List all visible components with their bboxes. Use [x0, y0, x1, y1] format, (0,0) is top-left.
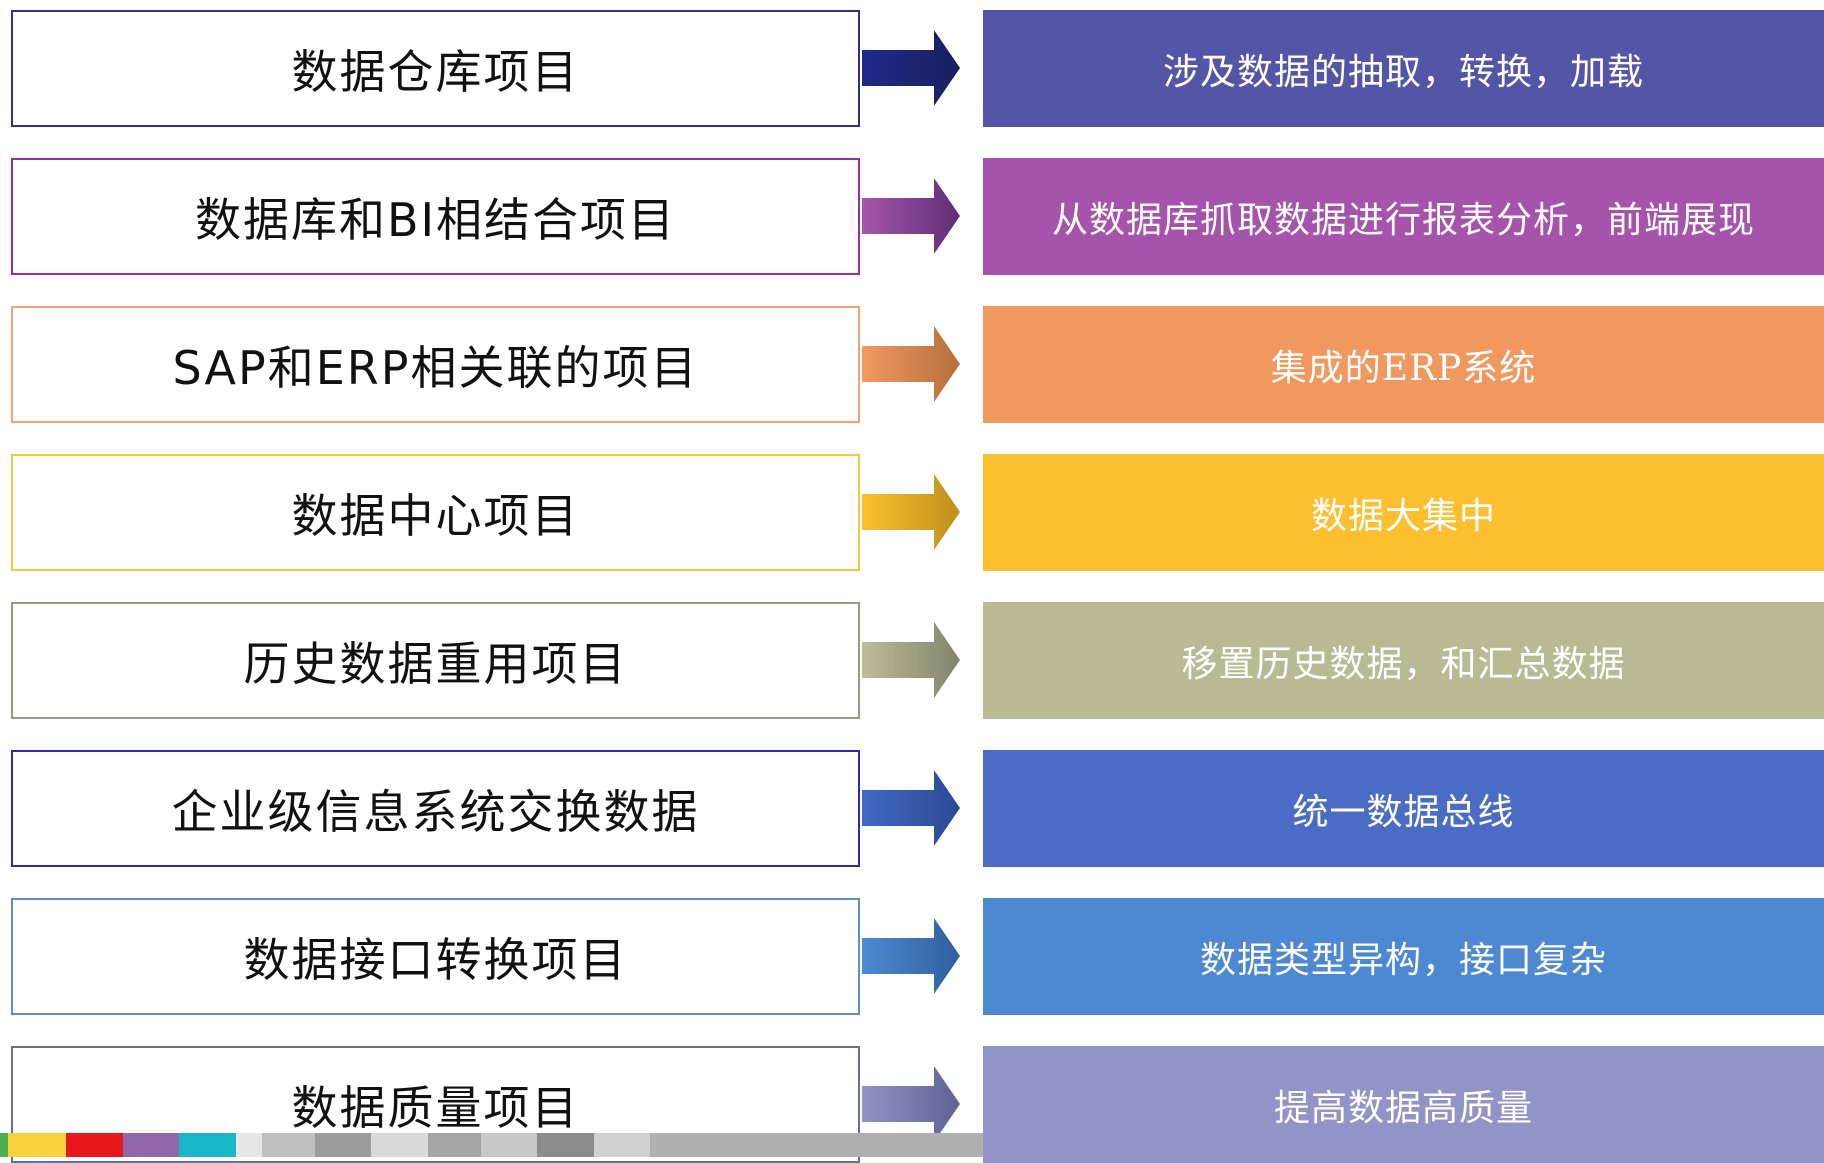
strip-segment [593, 1133, 651, 1157]
strip-segment [122, 1133, 180, 1157]
project-description-box: 集成的ERP系统 [983, 306, 1824, 423]
project-row: 数据质量项目提高数据高质量 [0, 1046, 1824, 1163]
strip-segment [179, 1133, 236, 1157]
project-description-box: 数据大集中 [983, 454, 1824, 571]
project-row: 企业级信息系统交换数据 统一数据总线 [0, 750, 1824, 867]
strip-segment [262, 1133, 315, 1157]
strip-segment [650, 1133, 983, 1157]
project-description-box: 从数据库抓取数据进行报表分析，前端展现 [983, 158, 1824, 275]
right-arrow-icon [862, 30, 960, 106]
strip-segment [65, 1133, 123, 1157]
project-description-box: 统一数据总线 [983, 750, 1824, 867]
project-name-box: 数据仓库项目 [11, 10, 860, 127]
right-arrow-icon [862, 622, 960, 698]
strip-segment [427, 1133, 481, 1157]
right-arrow-icon [862, 178, 960, 254]
project-row: 数据库和BI相结合项目 从数据库抓取数据进行报表分析，前端展现 [0, 158, 1824, 275]
strip-segment [8, 1133, 66, 1157]
project-row: SAP和ERP相关联的项目 集成的ERP系统 [0, 306, 1824, 423]
strip-segment [537, 1133, 594, 1157]
strip-segment [235, 1133, 262, 1157]
project-description-box: 数据类型异构，接口复杂 [983, 898, 1824, 1015]
project-name-box: 数据库和BI相结合项目 [11, 158, 860, 275]
project-description-box: 提高数据高质量 [983, 1046, 1824, 1163]
project-row: 数据中心项目 数据大集中 [0, 454, 1824, 571]
project-name-box: 数据中心项目 [11, 454, 860, 571]
strip-segment [314, 1133, 372, 1157]
project-row: 历史数据重用项目 移置历史数据，和汇总数据 [0, 602, 1824, 719]
project-row: 数据仓库项目 涉及数据的抽取，转换，加载 [0, 10, 1824, 127]
project-name-box: SAP和ERP相关联的项目 [11, 306, 860, 423]
project-name-box: 企业级信息系统交换数据 [11, 750, 860, 867]
project-name-box: 历史数据重用项目 [11, 602, 860, 719]
right-arrow-icon [862, 326, 960, 402]
right-arrow-icon [862, 770, 960, 846]
strip-segment [371, 1133, 428, 1157]
right-arrow-icon [862, 1066, 960, 1142]
decorative-color-strip [0, 1133, 983, 1157]
strip-segment [480, 1133, 538, 1157]
project-name-box: 数据接口转换项目 [11, 898, 860, 1015]
project-description-box: 移置历史数据，和汇总数据 [983, 602, 1824, 719]
project-description-box: 涉及数据的抽取，转换，加载 [983, 10, 1824, 127]
project-row: 数据接口转换项目 数据类型异构，接口复杂 [0, 898, 1824, 1015]
right-arrow-icon [862, 474, 960, 550]
strip-segment [0, 1133, 9, 1157]
right-arrow-icon [862, 918, 960, 994]
